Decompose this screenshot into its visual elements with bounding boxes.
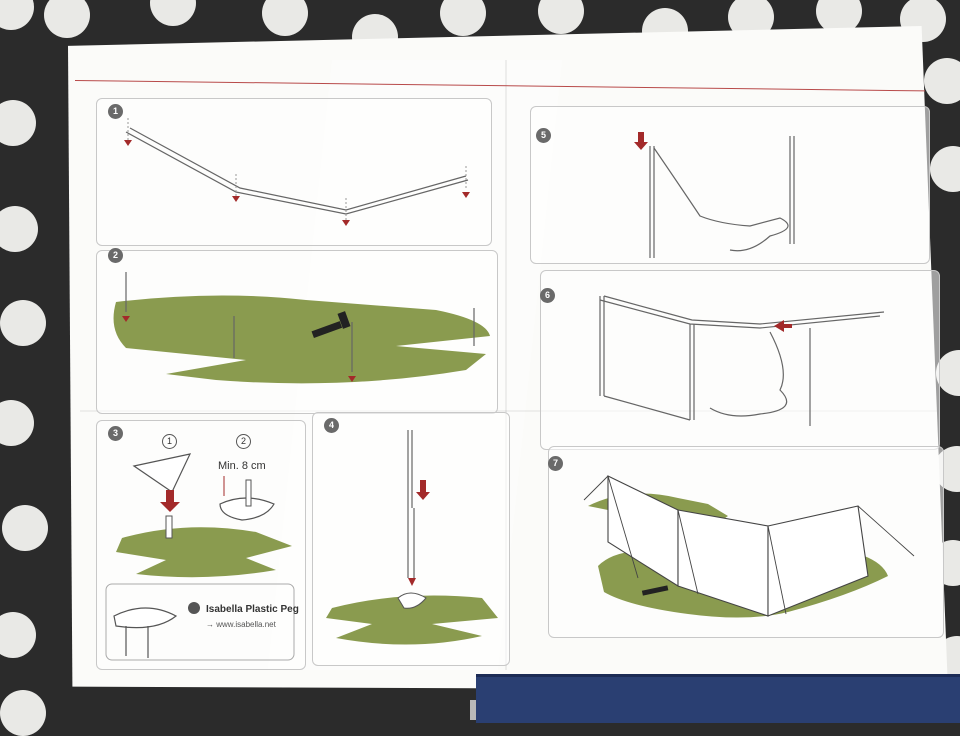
step-1-number: 1	[108, 104, 123, 119]
step-7-number: 7	[548, 456, 563, 471]
step-6-number: 6	[540, 288, 555, 303]
step-7-illustration	[583, 475, 915, 618]
step-4-illustration	[326, 430, 498, 645]
step-5-panel	[530, 106, 930, 264]
step-2-illustration	[113, 272, 491, 384]
min-depth-label: Min. 8 cm	[218, 460, 266, 472]
step-5-illustration	[634, 132, 795, 258]
step-2-number: 2	[108, 248, 123, 263]
sheet-fold-horizontal	[80, 410, 940, 412]
step-6-illustration	[599, 295, 885, 426]
step-3-sub-2: 2	[236, 434, 251, 449]
sheet-fold-vertical	[505, 60, 507, 670]
step-5-number: 5	[536, 128, 551, 143]
peg-product-name: Isabella Plastic Peg	[206, 604, 299, 615]
step-4-number: 4	[324, 418, 339, 433]
step-3-number: 3	[108, 426, 123, 441]
step-1-panel	[96, 98, 492, 246]
step-3-illustration	[105, 453, 295, 661]
step-3-sub-1: 1	[162, 434, 177, 449]
peg-product-url: → www.isabella.net	[206, 620, 276, 629]
step-1-illustration	[124, 118, 470, 226]
blue-book	[476, 674, 960, 723]
step-6-panel	[540, 270, 940, 450]
